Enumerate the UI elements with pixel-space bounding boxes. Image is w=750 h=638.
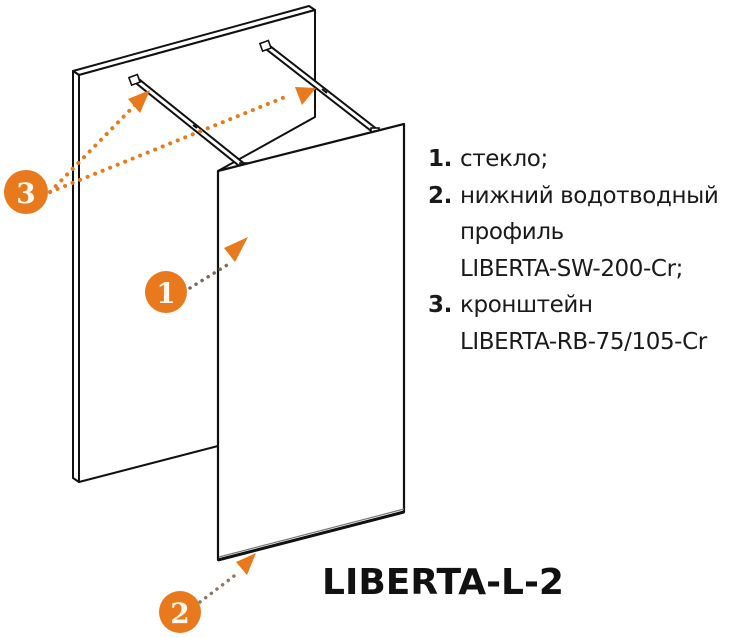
arrow-head-icon bbox=[128, 90, 150, 113]
callout-number-3: 3 bbox=[16, 177, 35, 210]
wall-brackets bbox=[127, 39, 380, 173]
callout-1: 1 bbox=[145, 237, 248, 313]
arrow-head-icon bbox=[236, 553, 256, 575]
glass-panel bbox=[216, 122, 406, 562]
legend-text: стекло; bbox=[460, 146, 548, 172]
legend-text: LIBERTA-RB-75/105-Cr bbox=[460, 328, 707, 355]
callout-3: 3 bbox=[4, 87, 316, 214]
legend-text: нижний водотводный bbox=[460, 182, 719, 209]
product-title: LIBERTA-L-2 bbox=[322, 562, 564, 603]
parts-legend: 1. стекло; 2. нижний водотводный профиль… bbox=[428, 141, 719, 360]
callout-number-2: 2 bbox=[170, 597, 189, 630]
arrow-head-icon bbox=[224, 237, 248, 262]
callout-number-1: 1 bbox=[156, 277, 175, 310]
bracket-right bbox=[258, 39, 380, 138]
legend-number: 1. bbox=[428, 146, 452, 172]
legend-text: профиль bbox=[460, 219, 564, 245]
legend-number: 2. bbox=[428, 182, 452, 209]
legend-item-3: 3. кронштейн LIBERTA-RB-75/105-Cr bbox=[428, 287, 718, 360]
callout-2: 2 bbox=[159, 553, 256, 633]
legend-item-1: 1. стекло; bbox=[428, 141, 718, 178]
bottom-drain-profile bbox=[217, 508, 405, 562]
legend-number: 3. bbox=[428, 292, 452, 318]
legend-text: LIBERTA-SW-200-Cr; bbox=[460, 255, 683, 282]
legend-item-2: 2. нижний водотводный профиль LIBERTA-SW… bbox=[428, 178, 719, 288]
wall-panel bbox=[72, 5, 316, 483]
callout-badge-3 bbox=[4, 170, 48, 214]
legend-text: кронштейн bbox=[460, 292, 593, 318]
callout-badge-1 bbox=[145, 271, 187, 313]
callout-badge-2 bbox=[159, 591, 201, 633]
arrow-head-icon bbox=[295, 87, 316, 105]
